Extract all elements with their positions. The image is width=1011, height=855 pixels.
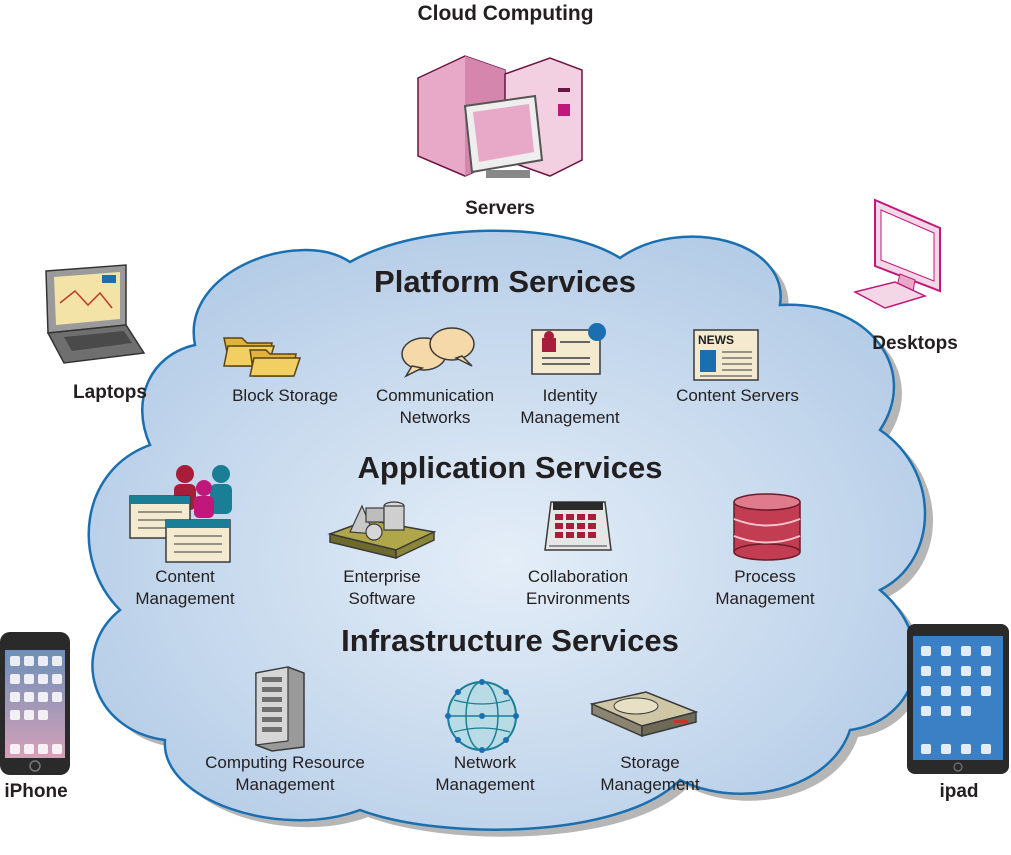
desktop-icon — [852, 198, 941, 309]
item-line: Collaboration — [527, 567, 629, 586]
item-line: Block Storage — [232, 386, 338, 405]
item-block-storage: Block Storage — [210, 385, 360, 407]
item-line: Management — [715, 589, 815, 608]
item-line: Storage — [620, 753, 680, 772]
desktops-label: Desktops — [872, 333, 958, 354]
iphone-icon — [0, 632, 70, 775]
item-content-servers: Content Servers — [660, 385, 815, 407]
item-storage-management: Storage Management — [575, 752, 725, 796]
news-text: NEWS — [698, 333, 734, 347]
speech-bubbles-icon — [401, 327, 475, 378]
iphone-label: iPhone — [4, 781, 68, 802]
laptop-icon — [45, 264, 146, 364]
item-computing-resource-management: Computing Resource Management — [195, 752, 375, 796]
item-line: Computing Resource — [205, 753, 365, 772]
item-line: Management — [600, 775, 700, 794]
ipad-label: ipad — [939, 781, 979, 802]
item-communication-networks: Communication Networks — [360, 385, 510, 429]
hard-drive-icon — [589, 691, 699, 738]
item-line: Management — [235, 775, 335, 794]
item-line: Management — [520, 408, 620, 427]
item-line: Management — [135, 589, 235, 608]
application-services-title: Application Services — [357, 450, 663, 485]
item-collaboration-environments: Collaboration Environments — [503, 566, 653, 610]
item-line: Software — [348, 589, 416, 608]
people-documents-icon — [129, 465, 232, 563]
servers-icon — [417, 55, 583, 178]
infrastructure-services-title: Infrastructure Services — [341, 623, 679, 658]
database-icon — [733, 493, 801, 561]
item-enterprise-software: Enterprise Software — [307, 566, 457, 610]
item-process-management: Process Management — [690, 566, 840, 610]
servers-label: Servers — [465, 198, 535, 219]
shapes-tray-icon — [327, 501, 437, 560]
ipad-icon — [907, 624, 1009, 774]
server-tower-icon — [255, 666, 305, 752]
item-line: Content Servers — [676, 386, 799, 405]
item-line: Content — [155, 567, 215, 586]
item-line: Networks — [399, 408, 471, 427]
item-line: Environments — [526, 589, 630, 608]
newspaper-icon: NEWS — [693, 329, 759, 381]
item-line: Communication — [375, 386, 495, 405]
calendar-icon — [544, 501, 612, 551]
item-network-management: Network Management — [410, 752, 560, 796]
laptops-label: Laptops — [73, 382, 147, 403]
item-line: Network — [453, 753, 517, 772]
platform-services-title: Platform Services — [374, 264, 636, 299]
item-line: Process — [734, 567, 796, 586]
item-content-management: Content Management — [110, 566, 260, 610]
id-card-icon — [531, 323, 606, 375]
item-line: Enterprise — [343, 567, 421, 586]
diagram-title: Cloud Computing — [417, 2, 594, 25]
item-identity-management: Identity Management — [495, 385, 645, 429]
folders-icon — [223, 337, 302, 377]
item-line: Identity — [542, 386, 598, 405]
item-line: Management — [435, 775, 535, 794]
network-globe-icon — [445, 679, 519, 753]
